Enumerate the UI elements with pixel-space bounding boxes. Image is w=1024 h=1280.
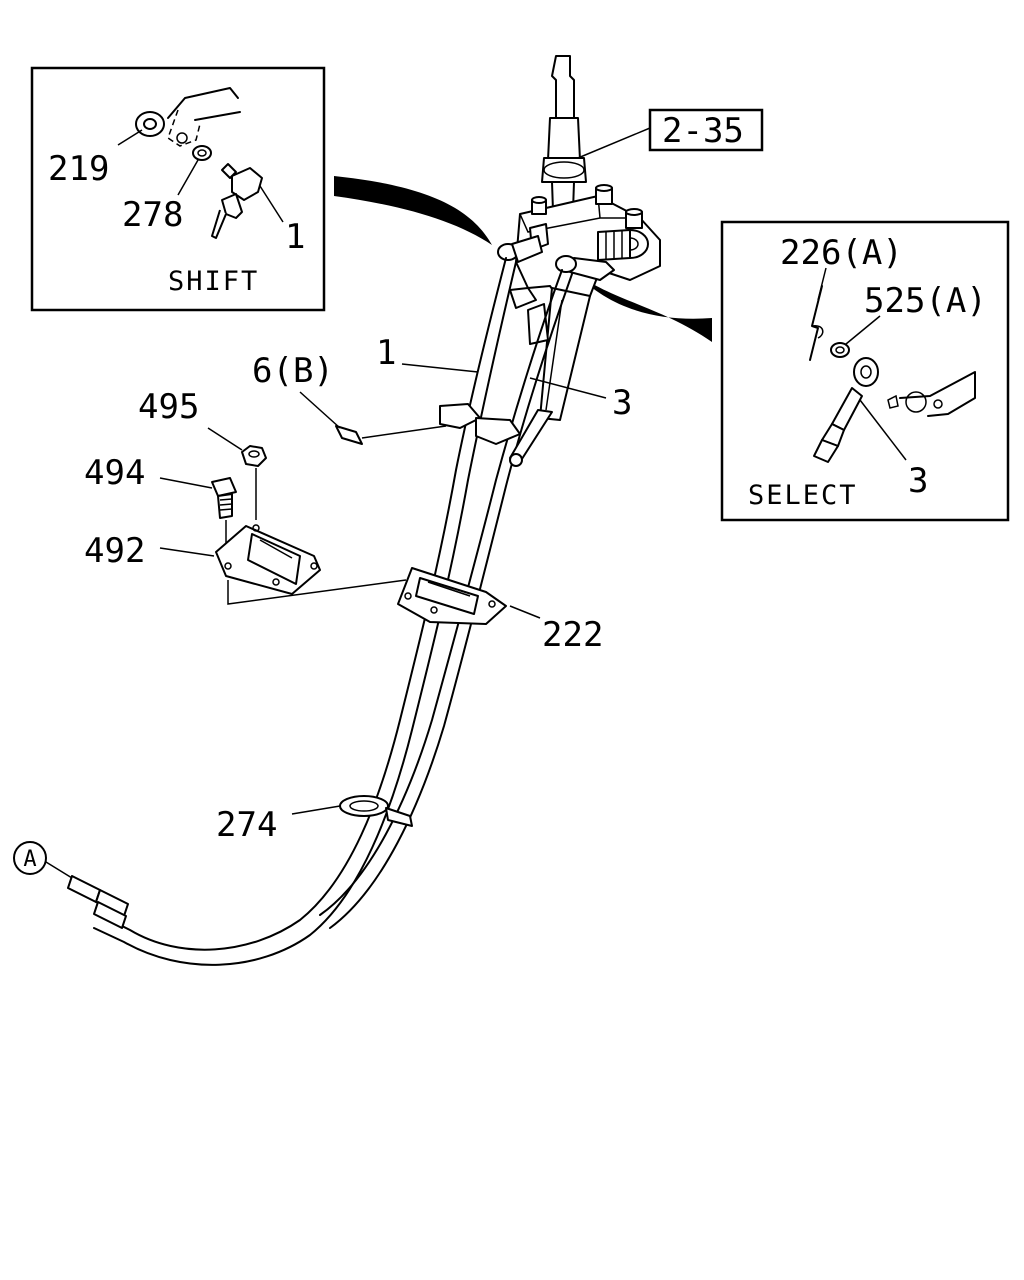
reference-box-2-35: 2-35 [577,108,764,159]
select-cable-end-part [813,357,879,463]
select-inset: 226(A) 525(A) 3 SELECT [720,220,1010,522]
bracket-222-part: 222 [397,567,603,655]
callout-274: 274 [216,805,277,845]
callout-278: 278 [122,195,183,235]
connector-a-label: A [23,847,36,872]
bolt-494-part: 494 [84,453,237,560]
callout-shift-cable: 1 [376,333,396,373]
shift-inset-pointer [334,176,492,245]
callout-6b: 6(B) [252,351,334,391]
callout-222: 222 [542,615,603,655]
washer-part [192,145,212,161]
callout-select-cable: 3 [612,383,632,423]
connector-ref-a: A [13,841,73,879]
nut-part [135,111,165,137]
grommet-274-part: 274 [216,795,413,845]
callout-226a: 226(A) [780,233,903,273]
callout-shift-cable-end: 1 [285,217,305,257]
callout-495: 495 [138,387,199,427]
callout-492: 492 [84,531,145,571]
select-caption: SELECT [748,480,858,511]
callout-494: 494 [84,453,145,493]
shift-cable-end-part [211,163,263,239]
shift-lever-assembly [497,55,661,421]
nut-495-part: 495 [138,387,267,520]
clip-part: 6(B) [252,351,521,445]
pin-part [809,285,823,361]
select-inset-pointer [575,272,712,342]
shift-inset: 219 278 1 SHIFT [30,66,326,312]
housing-bolts [531,184,643,229]
bracket-492-part: 492 [84,524,407,605]
callout-525a: 525(A) [864,281,987,321]
callout-select-cable-end: 3 [908,461,928,501]
reference-label: 2-35 [662,111,744,151]
shift-caption: SHIFT [168,266,259,297]
washer-525-part [830,342,850,358]
callout-219: 219 [48,149,109,189]
